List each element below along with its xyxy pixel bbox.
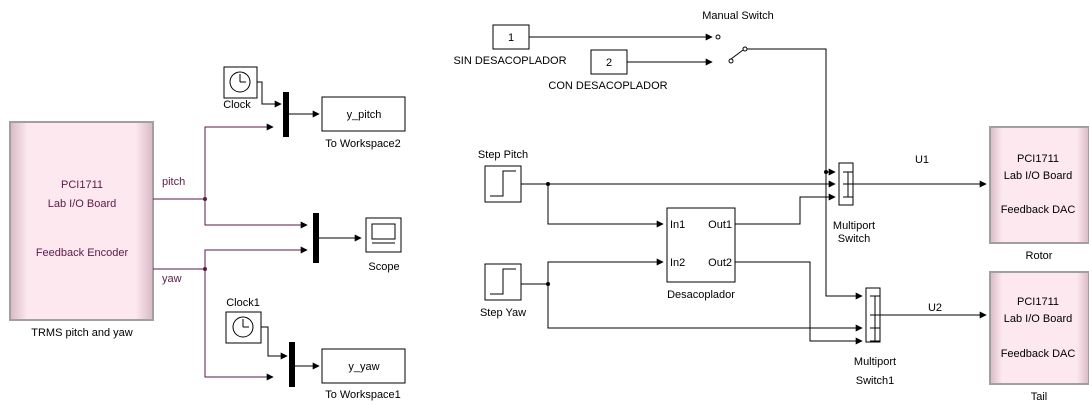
step-pitch-block[interactable] bbox=[484, 165, 522, 203]
constant1-caption: SIN DESACOPLADOR bbox=[453, 55, 566, 67]
tail-line2: Lab I/O Board bbox=[1004, 313, 1073, 325]
ws-pitch-text: y_pitch bbox=[347, 109, 382, 121]
step-pitch-label: Step Pitch bbox=[478, 149, 528, 161]
mps1-caption-line2: Switch bbox=[838, 233, 870, 245]
rotor-block[interactable]: PCI1711 Lab I/O Board Feedback DAC bbox=[989, 126, 1089, 244]
constant2-block[interactable]: 2 bbox=[590, 49, 628, 75]
rotor-line2: Lab I/O Board bbox=[1004, 170, 1073, 182]
trms-line3: Feedback Encoder bbox=[36, 247, 129, 259]
mux-scope[interactable] bbox=[313, 213, 319, 263]
desacoplador-in2: In2 bbox=[670, 257, 685, 269]
desacoplador-block[interactable]: In1 Out1 In2 Out2 bbox=[666, 207, 736, 283]
rotor-line1: PCI1711 bbox=[1017, 153, 1059, 165]
tail-line3: Feedback DAC bbox=[1001, 348, 1076, 360]
step-pitch-icon bbox=[490, 170, 516, 197]
to-workspace2-block[interactable]: y_pitch bbox=[321, 96, 406, 132]
clock-label: Clock bbox=[223, 99, 251, 111]
trms-port-pitch: pitch bbox=[162, 176, 185, 188]
mux-yaw[interactable] bbox=[289, 342, 295, 387]
trms-port-yaw: yaw bbox=[162, 273, 182, 285]
trms-block[interactable]: PCI1711 Lab I/O Board Feedback Encoder p… bbox=[9, 121, 185, 321]
constant2-caption: CON DESACOPLADOR bbox=[548, 80, 667, 92]
trms-line2: Lab I/O Board bbox=[48, 198, 117, 210]
mux-pitch[interactable] bbox=[283, 92, 289, 137]
signal-u1: U1 bbox=[915, 154, 929, 166]
tail-line1: PCI1711 bbox=[1017, 296, 1059, 308]
ws-yaw-caption: To Workspace1 bbox=[325, 389, 401, 401]
clock1-label: Clock1 bbox=[226, 297, 260, 309]
signal-u2: U2 bbox=[928, 302, 942, 314]
scope-block[interactable] bbox=[365, 217, 402, 253]
clock-block[interactable] bbox=[223, 66, 258, 99]
manual-switch-label: Manual Switch bbox=[702, 10, 774, 22]
multiport-switch1[interactable] bbox=[865, 287, 881, 343]
desacoplador-caption: Desacoplador bbox=[667, 289, 735, 301]
rotor-line3: Feedback DAC bbox=[1001, 204, 1076, 216]
trms-caption: TRMS pitch and yaw bbox=[31, 327, 133, 339]
constant1-block[interactable]: 1 bbox=[492, 24, 530, 50]
constant2-value: 2 bbox=[606, 57, 612, 69]
step-yaw-block[interactable] bbox=[484, 263, 522, 301]
yaw-signal-lines bbox=[153, 246, 308, 381]
mps1-caption-line1: Multiport bbox=[833, 220, 875, 232]
mps2-caption-line1: Multiport bbox=[854, 356, 896, 368]
desacoplador-out2: Out2 bbox=[708, 257, 732, 269]
scope-caption: Scope bbox=[368, 261, 399, 273]
scope-icon bbox=[371, 223, 396, 240]
desacoplador-out1: Out1 bbox=[708, 219, 732, 231]
multiport-switch[interactable] bbox=[838, 162, 854, 206]
clock1-block[interactable] bbox=[225, 311, 262, 344]
step-yaw-icon bbox=[490, 268, 516, 295]
desacoplador-in1: In1 bbox=[670, 219, 685, 231]
ws-pitch-caption: To Workspace2 bbox=[325, 138, 401, 150]
constant1-value: 1 bbox=[508, 32, 514, 44]
tail-block[interactable]: PCI1711 Lab I/O Board Feedback DAC bbox=[989, 271, 1089, 385]
rotor-caption: Rotor bbox=[1026, 250, 1053, 262]
step-yaw-label: Step Yaw bbox=[480, 307, 526, 319]
manual-switch[interactable] bbox=[715, 34, 748, 64]
ws-yaw-text: y_yaw bbox=[348, 361, 379, 373]
tail-caption: Tail bbox=[1031, 391, 1048, 403]
to-workspace1-block[interactable]: y_yaw bbox=[321, 348, 406, 384]
mps2-caption-line2: Switch1 bbox=[856, 375, 895, 387]
pitch-signal-lines bbox=[153, 123, 308, 229]
trms-line1: PCI1711 bbox=[61, 179, 103, 191]
